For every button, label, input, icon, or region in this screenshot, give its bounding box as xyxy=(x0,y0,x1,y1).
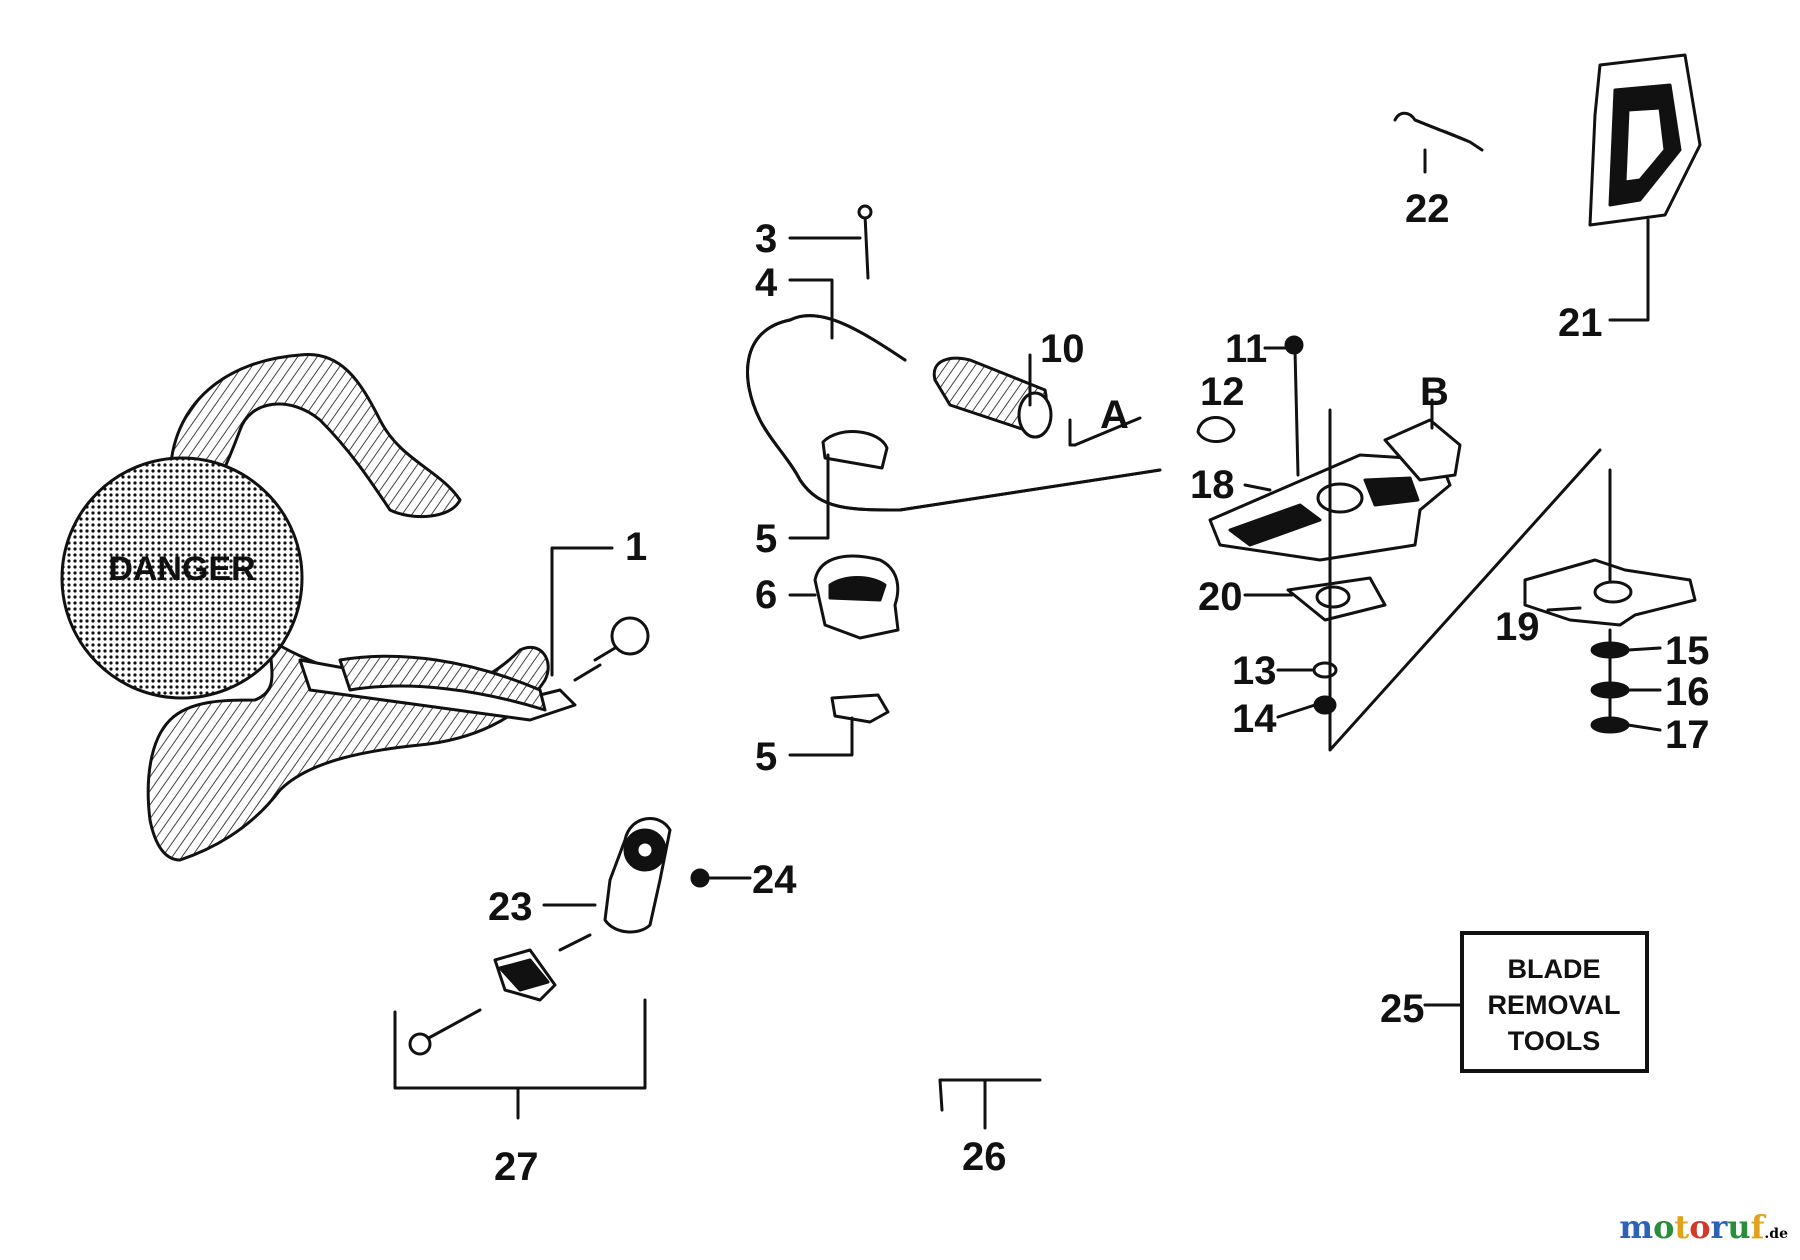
knob-27 xyxy=(493,948,557,1002)
handle-clamp-upper xyxy=(821,430,889,470)
watermark-letter: r xyxy=(1710,1208,1728,1246)
callout-27: 27 xyxy=(494,1145,539,1189)
callout-13: 13 xyxy=(1232,649,1277,693)
callout-26: 26 xyxy=(962,1135,1007,1179)
callout-5-upper: 5 xyxy=(755,517,777,561)
watermark-letter: f xyxy=(1750,1208,1765,1246)
bolt-27 xyxy=(408,933,592,1056)
cap-12 xyxy=(1196,416,1236,443)
handle-clamp-lower xyxy=(830,693,890,724)
callout-21: 21 xyxy=(1558,301,1603,345)
callout-6: 6 xyxy=(755,573,777,617)
dashed-assembly-line xyxy=(1328,408,1602,752)
callout-4: 4 xyxy=(755,261,778,305)
hex-key-26 xyxy=(938,1078,1042,1112)
watermark-letter: o xyxy=(1689,1208,1711,1246)
washer-16 xyxy=(1590,681,1630,699)
callout-15: 15 xyxy=(1665,629,1710,673)
callout-labels: 1 3 4 5 6 5 10 A 11 12 B 18 19 20 13 14 … xyxy=(488,187,1710,1189)
watermark-text: motoruf xyxy=(1619,1208,1764,1246)
watermark-letter: t xyxy=(1674,1208,1690,1246)
callout-17: 17 xyxy=(1665,713,1710,757)
handle-clamp-body xyxy=(813,554,900,640)
handle-grip xyxy=(932,356,1053,439)
watermark-logo: motoruf.de xyxy=(1619,1208,1788,1246)
callout-18: 18 xyxy=(1190,463,1235,507)
callout-25: 25 xyxy=(1380,987,1425,1031)
badge-text: DANGER xyxy=(108,550,255,588)
callout-20: 20 xyxy=(1198,575,1243,619)
callout-a: A xyxy=(1100,393,1129,437)
handle-bar xyxy=(746,314,1162,512)
tool-box-line3: TOOLS xyxy=(1508,1026,1601,1056)
watermark-suffix: .de xyxy=(1764,1226,1788,1242)
guard-tab-b xyxy=(1383,418,1462,482)
tool-box-25: BLADE REMOVAL TOOLS xyxy=(1460,931,1649,1073)
watermark-letter: m xyxy=(1619,1208,1654,1246)
nut-14 xyxy=(1313,695,1337,715)
harness-strap xyxy=(146,352,577,862)
throttle-lever-23 xyxy=(603,817,672,934)
callout-24: 24 xyxy=(752,858,797,902)
spring-22 xyxy=(1393,111,1484,152)
callout-22: 22 xyxy=(1405,187,1450,231)
harness-hook xyxy=(573,616,650,682)
washer-17 xyxy=(1590,716,1630,734)
leader-lines xyxy=(393,148,1662,1130)
plate-20 xyxy=(1286,576,1387,622)
watermark-letter: o xyxy=(1653,1208,1675,1246)
harness-badge: DANGER xyxy=(60,456,304,700)
tool-box-line1: BLADE xyxy=(1508,954,1601,984)
callout-16: 16 xyxy=(1665,670,1710,714)
washer-13 xyxy=(1312,661,1338,679)
callout-23: 23 xyxy=(488,885,533,929)
callout-5-lower: 5 xyxy=(755,735,777,779)
callout-11: 11 xyxy=(1225,327,1267,371)
tool-box-line2: REMOVAL xyxy=(1488,990,1621,1020)
callout-10: 10 xyxy=(1040,327,1085,371)
filter-cover-21 xyxy=(1588,53,1702,227)
callout-14: 14 xyxy=(1232,697,1277,741)
callout-1: 1 xyxy=(625,525,647,569)
handle-pin xyxy=(857,204,873,280)
callout-3: 3 xyxy=(755,217,777,261)
washer-15 xyxy=(1590,641,1630,659)
callout-12: 12 xyxy=(1200,370,1245,414)
screw-11 xyxy=(1284,335,1304,477)
callout-b: B xyxy=(1420,370,1449,414)
watermark-letter: u xyxy=(1727,1208,1751,1246)
callout-19: 19 xyxy=(1495,605,1540,649)
